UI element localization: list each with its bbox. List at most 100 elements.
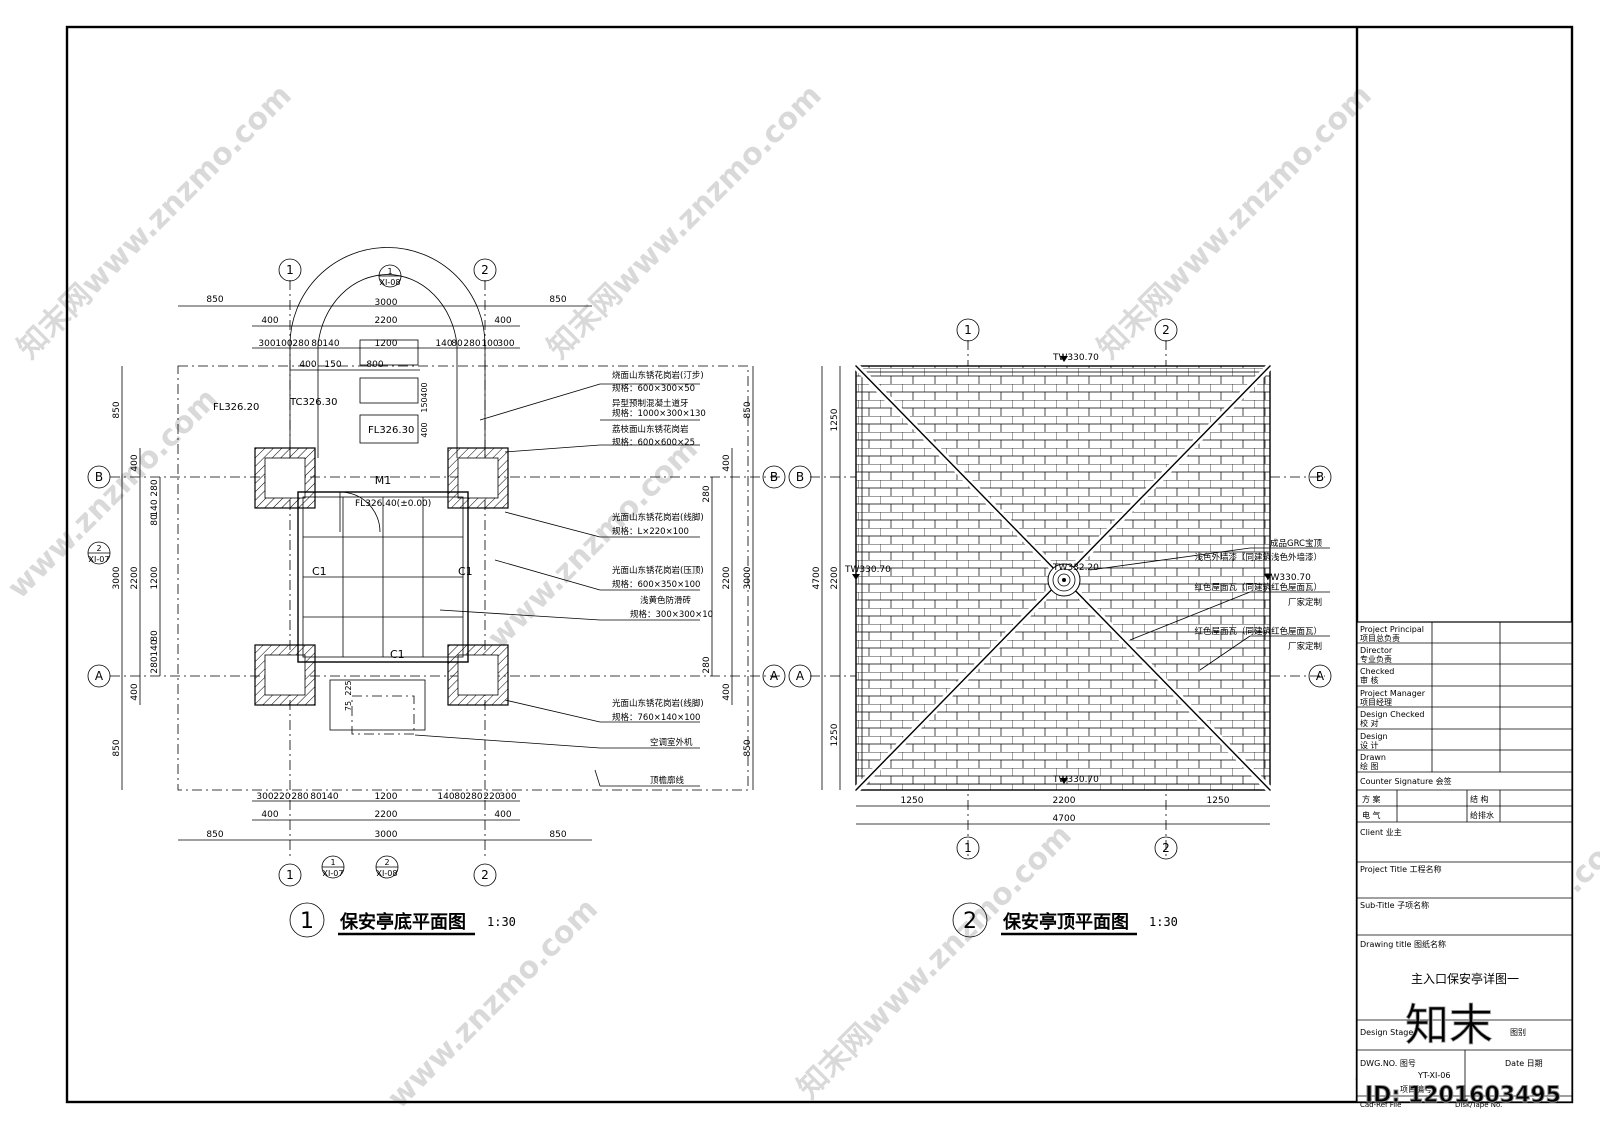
grc-finial (1047, 563, 1081, 597)
svg-text:Project Principal: Project Principal (1360, 625, 1424, 634)
svg-text:2200: 2200 (1053, 796, 1076, 806)
svg-text:2: 2 (96, 544, 101, 553)
drawing-title-label: Drawing title 图纸名称 (1360, 939, 1446, 949)
svg-text:1250: 1250 (830, 723, 840, 746)
svg-text:280: 280 (465, 792, 482, 802)
svg-text:400: 400 (261, 316, 278, 326)
svg-text:150: 150 (324, 360, 341, 370)
svg-text:Design Stage.: Design Stage. (1360, 1028, 1416, 1037)
svg-text:850: 850 (549, 295, 566, 305)
svg-text:1200: 1200 (375, 339, 398, 349)
svg-text:荔枝面山东锈花岗岩: 荔枝面山东锈花岗岩 (612, 424, 689, 435)
svg-text:Drawn: Drawn (1360, 753, 1386, 762)
svg-text:140: 140 (437, 792, 454, 802)
svg-text:1250: 1250 (901, 796, 924, 806)
svg-text:220: 220 (273, 792, 290, 802)
svg-text:4700: 4700 (812, 566, 822, 589)
svg-text:1: 1 (387, 267, 392, 276)
svg-text:项目编号: 项目编号 (1400, 1084, 1432, 1094)
svg-text:校 对: 校 对 (1360, 718, 1379, 728)
svg-text:280: 280 (150, 479, 160, 496)
svg-text:XI-07: XI-07 (89, 555, 110, 564)
plan-1-title: 1 保安亭底平面图 1:30 (289, 902, 516, 938)
svg-text:规格：600×350×100: 规格：600×350×100 (612, 579, 700, 590)
sub-title-label: Sub-Title 子项名称 (1360, 900, 1429, 910)
watermark-text: www.znzmo.com (481, 432, 705, 656)
svg-text:1: 1 (286, 263, 294, 277)
svg-text:1: 1 (964, 841, 972, 855)
svg-text:红色屋面瓦（同建筑红色屋面瓦）: 红色屋面瓦（同建筑红色屋面瓦） (1194, 582, 1322, 593)
dimension-misc: 400 400 150 225 75 (344, 382, 429, 711)
plan-scale: 1:30 (1149, 915, 1178, 929)
svg-text:2200: 2200 (830, 566, 840, 589)
svg-text:140: 140 (150, 499, 160, 516)
elevation-label: FL326.40(±0.00) (355, 499, 431, 509)
window-label-c1: C1 (390, 648, 405, 661)
svg-text:280: 280 (291, 792, 308, 802)
arch-outer (289, 247, 486, 346)
brand-logo-watermark: 知末 (1405, 1000, 1493, 1051)
svg-text:审 核: 审 核 (1360, 675, 1379, 685)
svg-text:3000: 3000 (375, 830, 398, 840)
svg-text:A: A (796, 669, 805, 683)
svg-text:850: 850 (743, 401, 753, 418)
svg-text:规格：760×140×100: 规格：760×140×100 (612, 712, 700, 723)
svg-text:烧面山东锈花岗岩(汀步): 烧面山东锈花岗岩(汀步) (612, 370, 704, 381)
svg-text:280: 280 (150, 656, 160, 673)
image-id-watermark: ID: 1201603495 (1365, 1083, 1561, 1108)
svg-text:280: 280 (292, 339, 309, 349)
svg-text:Director: Director (1360, 646, 1393, 655)
svg-text:Design: Design (1360, 732, 1388, 741)
svg-text:2: 2 (481, 263, 489, 277)
svg-text:220: 220 (483, 792, 500, 802)
outer-frame (65, 25, 1574, 1104)
svg-text:80: 80 (150, 514, 160, 526)
svg-text:规格：600×300×50: 规格：600×300×50 (612, 383, 695, 394)
svg-text:浅色外墙漆（同建筑浅色外墙漆）: 浅色外墙漆（同建筑浅色外墙漆） (1194, 552, 1322, 563)
step-slab (359, 414, 419, 444)
svg-text:2200: 2200 (375, 810, 398, 820)
svg-text:850: 850 (549, 830, 566, 840)
svg-text:光面山东锈花岗岩(线脚): 光面山东锈花岗岩(线脚) (612, 512, 704, 523)
drawing-number: YT-XI-06 (1417, 1071, 1450, 1080)
section-markers: 1XI-08 1XI-07 2XI-08 2XI-07 (87, 264, 402, 879)
svg-text:80: 80 (454, 792, 466, 802)
svg-text:红色屋面瓦（同建筑红色屋面瓦）: 红色屋面瓦（同建筑红色屋面瓦） (1194, 626, 1322, 637)
svg-text:400: 400 (722, 683, 732, 700)
roof-dimensions: 1250 2200 1250 4700 1250 2200 1250 4700 (812, 366, 1270, 825)
svg-text:2: 2 (384, 858, 389, 867)
svg-text:1: 1 (964, 323, 972, 337)
svg-text:1: 1 (286, 868, 294, 882)
svg-text:图别: 图别 (1510, 1028, 1526, 1037)
window-label-c1: C1 (312, 565, 327, 578)
svg-text:规格：1000×300×130: 规格：1000×300×130 (612, 408, 706, 419)
svg-text:规格：300×300×10: 规格：300×300×10 (630, 609, 713, 620)
svg-text:TW330.70: TW330.70 (1052, 353, 1099, 363)
svg-text:规格：600×600×25: 规格：600×600×25 (612, 437, 695, 448)
svg-text:空调室外机: 空调室外机 (650, 737, 693, 748)
svg-text:TW330.70: TW330.70 (1264, 573, 1311, 583)
svg-text:850: 850 (206, 295, 223, 305)
svg-text:300: 300 (499, 792, 516, 802)
svg-text:A: A (95, 669, 104, 683)
svg-text:2200: 2200 (130, 566, 140, 589)
svg-text:850: 850 (206, 830, 223, 840)
dimension-left: 850 400 280 140 80 1200 3000 2200 80 140… (112, 366, 161, 790)
elevation-label: TC326.30 (289, 397, 338, 408)
svg-text:项目总负责: 项目总负责 (1360, 633, 1400, 643)
svg-text:项目经理: 项目经理 (1360, 697, 1392, 707)
plan-title: 保安亭顶平面图 (1002, 911, 1129, 933)
svg-text:TW330.70: TW330.70 (844, 565, 891, 575)
svg-text:B: B (770, 470, 778, 484)
svg-text:300: 300 (258, 339, 275, 349)
dimension-bottom: 300 220 280 80 140 1200 140 80 280 220 3… (178, 792, 592, 841)
svg-text:B: B (1316, 470, 1324, 484)
svg-text:Checked: Checked (1360, 667, 1394, 676)
roof-axis-bubbles: 1 2 1 2 B A B A (788, 318, 1332, 860)
svg-text:电 气: 电 气 (1362, 810, 1381, 820)
svg-text:140: 140 (150, 639, 160, 656)
axis-bubble-b-left (87, 465, 111, 489)
svg-text:280: 280 (702, 656, 712, 673)
elevation-label: FL326.30 (368, 425, 414, 436)
